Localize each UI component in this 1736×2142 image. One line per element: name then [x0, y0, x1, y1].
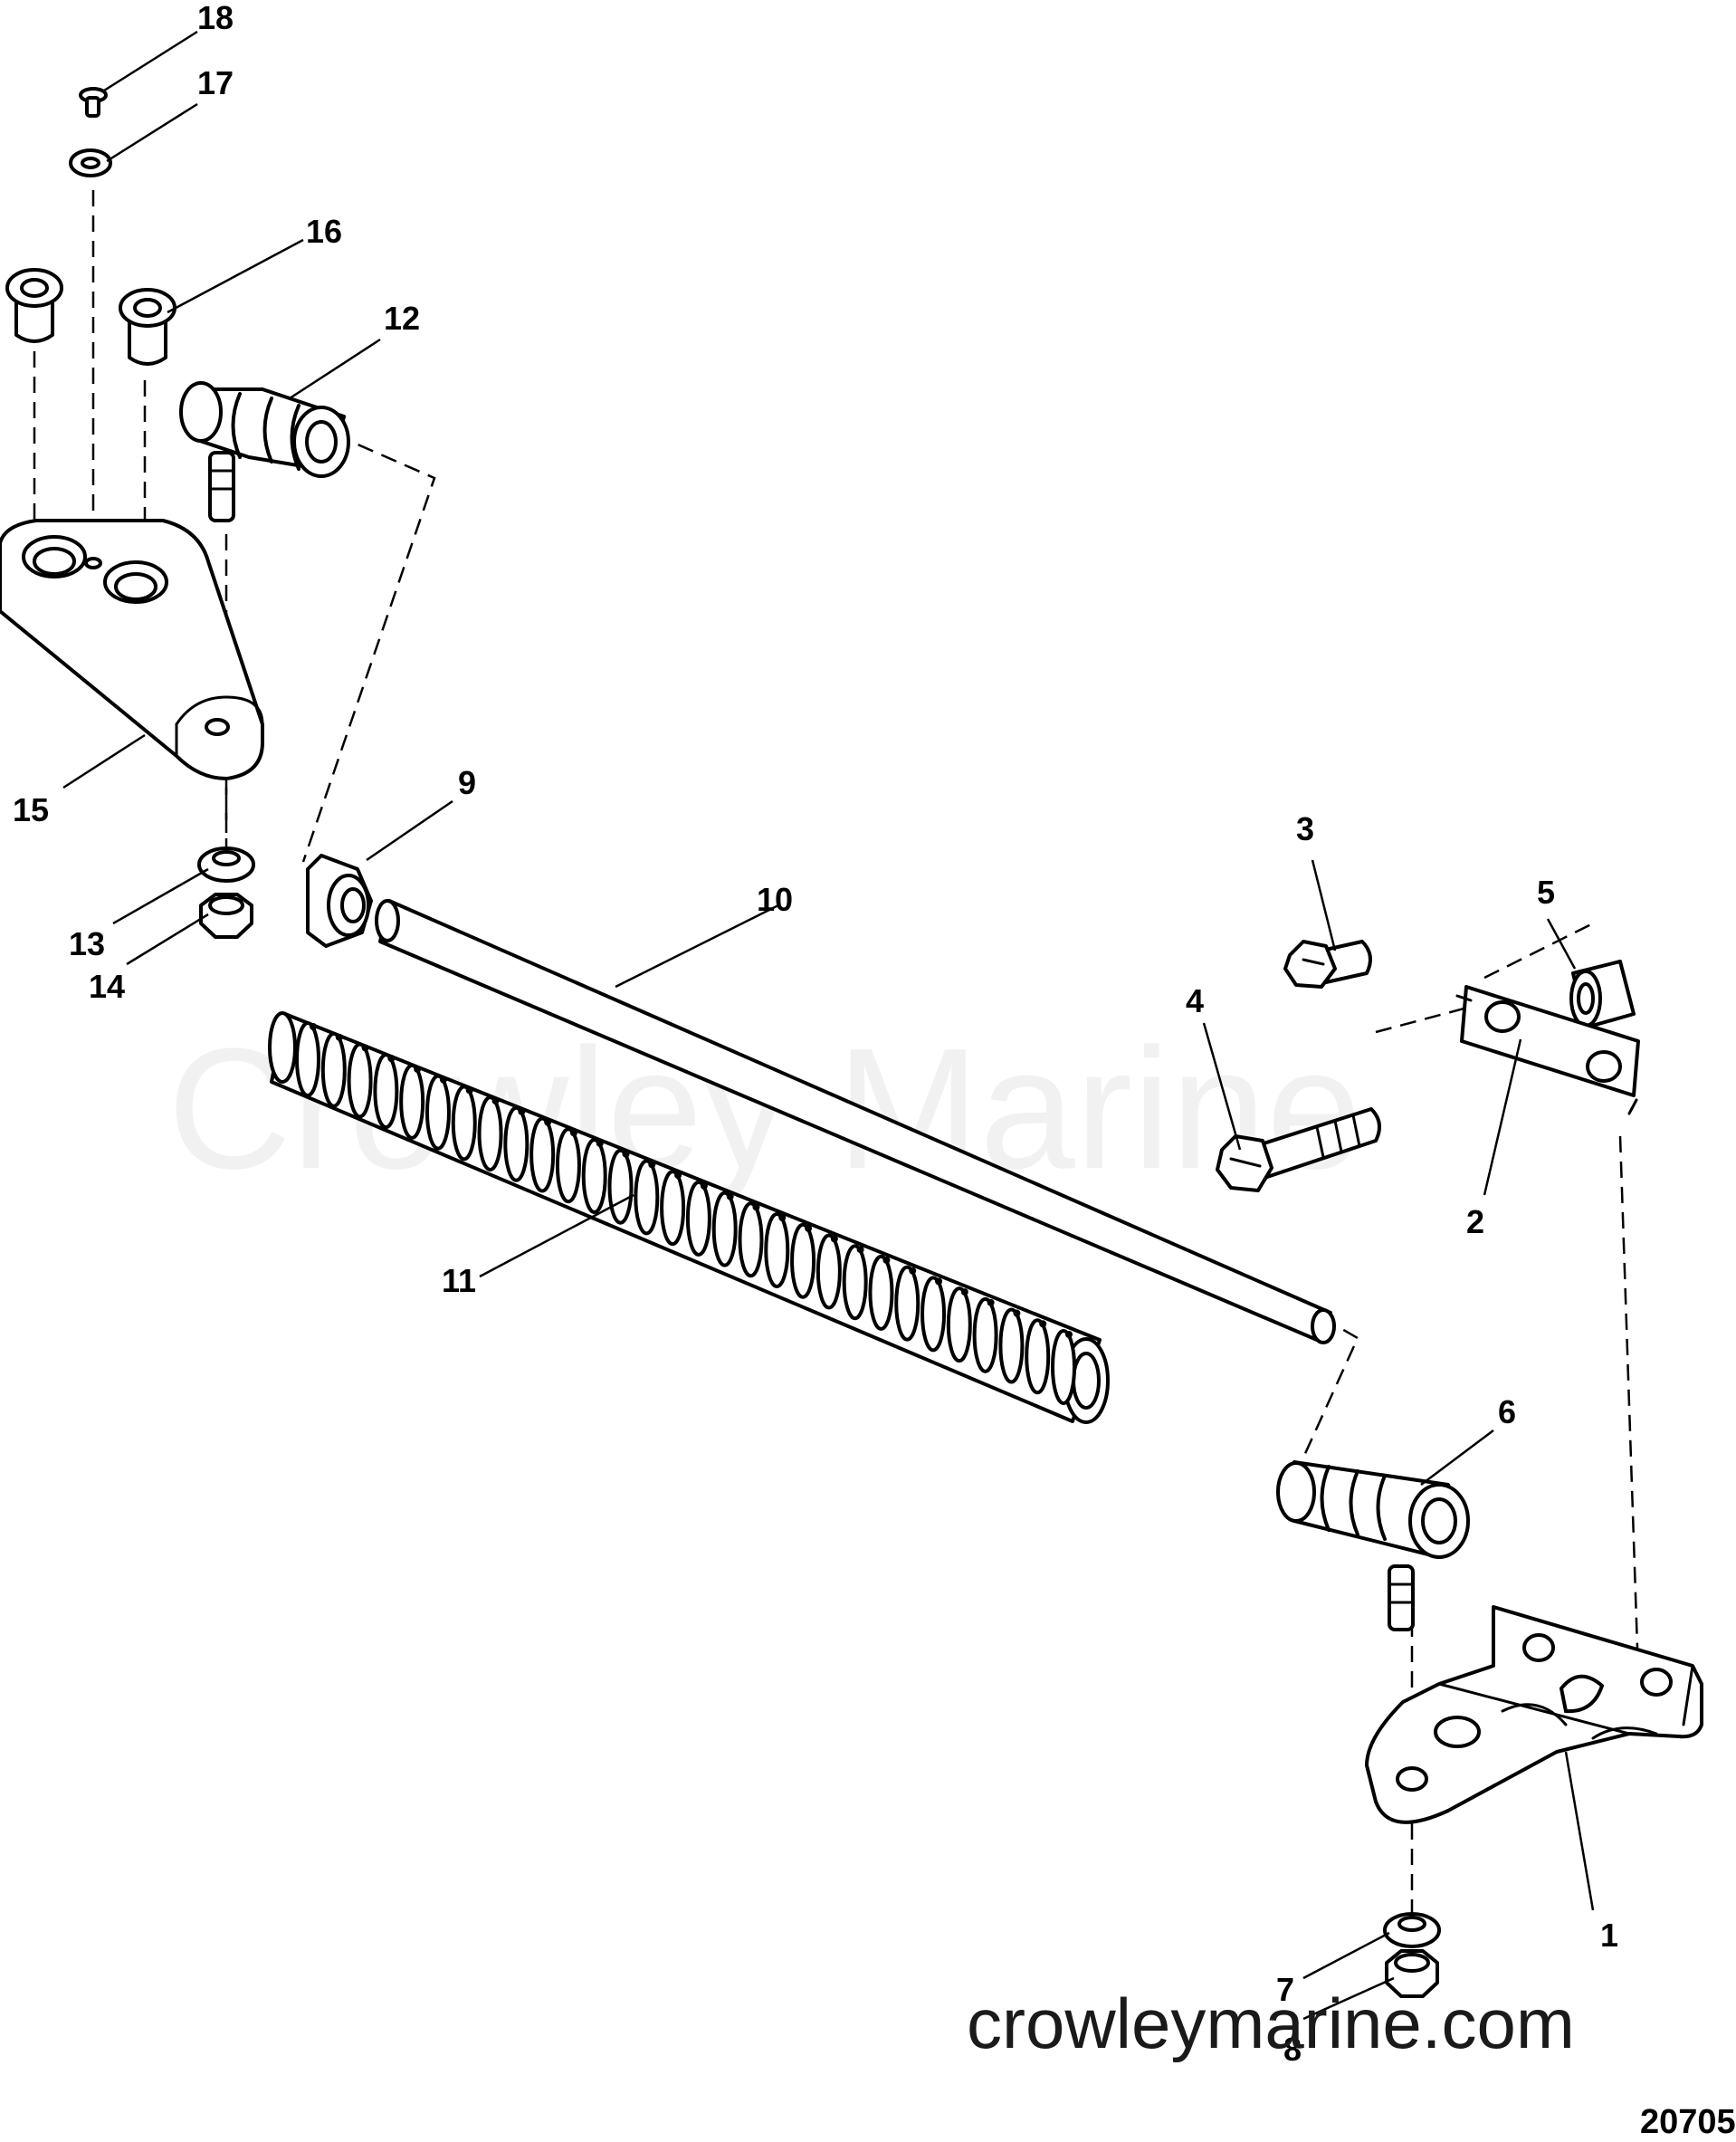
part-9-nut — [306, 854, 373, 948]
callout-13: 13 — [69, 925, 105, 962]
callout-2: 2 — [1466, 1203, 1484, 1240]
figure-number: 20705 — [1640, 2103, 1736, 2141]
callout-labels: 18 17 16 12 15 13 14 9 10 11 3 4 5 2 6 1… — [13, 0, 1618, 2068]
callout-10: 10 — [757, 881, 793, 918]
part-15-lever-arm — [0, 519, 264, 780]
part-1-mounting-bracket — [1365, 1605, 1703, 1824]
callout-5: 5 — [1537, 874, 1555, 911]
part-5-spacer — [1569, 960, 1636, 1029]
part-17-washer — [69, 148, 112, 177]
part-14-nut — [199, 893, 253, 939]
callout-1: 1 — [1600, 1917, 1618, 1954]
callout-14: 14 — [89, 968, 125, 1005]
part-16-bushing — [119, 288, 176, 366]
callout-16: 16 — [306, 213, 342, 250]
callout-leaders — [62, 30, 1595, 2021]
part-13-washer — [197, 846, 255, 883]
part-6-ball-joint — [1276, 1460, 1470, 1631]
part-3-bolt — [1283, 940, 1372, 989]
part-18-screw — [79, 87, 108, 118]
callout-8: 8 — [1283, 2031, 1302, 2068]
part-bushing-left — [5, 268, 63, 343]
callout-3: 3 — [1296, 810, 1314, 847]
callout-18: 18 — [197, 0, 234, 36]
callout-9: 9 — [458, 764, 476, 801]
part-8-nut — [1385, 1949, 1439, 1998]
website-text: crowleymarine.com — [967, 1984, 1575, 2063]
part-11-threaded-sleeve — [268, 1011, 1110, 1424]
part-7-washer — [1383, 1912, 1441, 1948]
part-10-rod — [375, 899, 1336, 1344]
callout-11: 11 — [442, 1262, 476, 1299]
part-4-bolt — [1216, 1107, 1381, 1192]
callout-6: 6 — [1498, 1393, 1516, 1430]
part-2-bracket-plate — [1455, 985, 1640, 1115]
callout-4: 4 — [1186, 982, 1204, 1019]
callout-17: 17 — [197, 64, 234, 101]
callout-12: 12 — [384, 300, 420, 337]
part-12-ball-joint — [179, 381, 350, 522]
callout-15: 15 — [13, 791, 49, 828]
callout-7: 7 — [1276, 1971, 1294, 2008]
